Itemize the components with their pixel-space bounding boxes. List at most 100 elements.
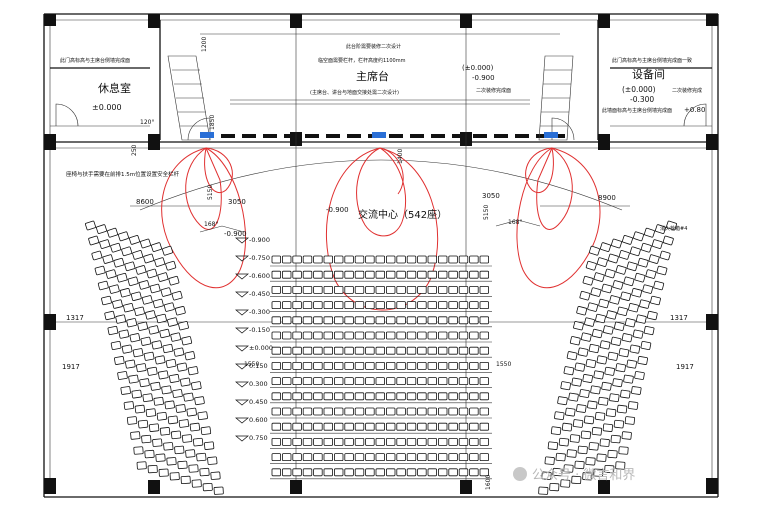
right-seating-block — [538, 220, 678, 495]
lounge-level: ±0.000 — [92, 103, 122, 112]
seat — [417, 285, 427, 294]
seat — [599, 242, 612, 252]
seat — [448, 422, 458, 431]
seat — [479, 270, 490, 279]
seat — [590, 287, 602, 297]
seat — [169, 374, 180, 383]
seat — [121, 246, 133, 257]
seat — [642, 284, 654, 294]
seat — [588, 245, 601, 256]
seat — [124, 261, 136, 272]
seat — [138, 280, 150, 290]
seat — [469, 453, 479, 462]
row-level-label: 0.300 — [249, 380, 268, 388]
seat — [618, 250, 630, 260]
seat — [479, 361, 490, 370]
dim-120: 120° — [140, 119, 154, 126]
dim-1550-right: 1550 — [496, 361, 511, 368]
seat — [281, 422, 292, 431]
level-triangle-icon — [235, 381, 249, 388]
seat — [469, 346, 479, 355]
seat — [154, 355, 166, 365]
hall-level: -0.900 — [326, 206, 349, 214]
seat — [333, 316, 344, 325]
equipment-level-b: -0.300 — [630, 95, 654, 104]
seat — [271, 377, 282, 386]
seat — [163, 302, 175, 312]
seat — [292, 270, 302, 279]
seat — [396, 301, 406, 310]
seat — [105, 269, 117, 279]
seat — [427, 331, 438, 340]
seat — [396, 255, 406, 264]
seat — [554, 411, 565, 421]
seat — [396, 346, 406, 355]
seat — [302, 377, 313, 386]
seat — [365, 316, 375, 325]
seat — [479, 346, 490, 355]
seat — [552, 467, 563, 477]
seat — [128, 374, 139, 384]
seat — [437, 437, 448, 446]
seat — [609, 393, 620, 403]
seat — [137, 321, 149, 331]
seat — [593, 370, 604, 380]
seat — [365, 407, 375, 416]
seat — [577, 347, 589, 357]
seat — [180, 475, 191, 485]
seat — [292, 255, 302, 264]
seat — [563, 366, 575, 376]
seat — [271, 437, 282, 446]
seat — [375, 377, 386, 386]
seat — [631, 288, 643, 298]
seat — [213, 486, 224, 495]
seat — [166, 457, 177, 466]
seat — [333, 422, 344, 431]
seat — [593, 468, 604, 477]
seat — [631, 386, 642, 395]
right-door-note: 此门高标高与主席台侧墙完成面一致 — [612, 57, 692, 64]
seat — [571, 475, 582, 485]
seat — [396, 392, 406, 401]
seat — [604, 268, 616, 279]
center-seating-block — [270, 255, 492, 480]
seat — [140, 336, 152, 346]
seat — [101, 295, 112, 306]
seat — [437, 331, 448, 340]
watermark-text: 公众号 · 微言和界 — [532, 468, 635, 483]
seat — [181, 336, 193, 346]
seat — [613, 419, 625, 429]
seat — [134, 306, 145, 316]
seat — [333, 331, 344, 340]
dim-3050-right: 3050 — [482, 192, 500, 200]
seat — [458, 270, 469, 279]
seat — [147, 366, 158, 376]
seat — [602, 423, 614, 432]
seat — [396, 316, 406, 325]
seat — [656, 265, 668, 276]
seat — [595, 313, 606, 324]
level-triangle-icon — [235, 309, 249, 316]
seat — [323, 407, 334, 416]
seat — [375, 437, 386, 446]
seat — [606, 310, 617, 320]
seat — [271, 422, 282, 431]
seat — [302, 422, 313, 431]
seat — [458, 437, 469, 446]
seat — [136, 461, 147, 470]
level-triangle-icon — [235, 399, 249, 406]
seat — [176, 362, 188, 372]
seat — [344, 437, 354, 446]
seat — [448, 301, 458, 310]
seat — [624, 318, 636, 328]
seat — [143, 351, 155, 361]
seat — [191, 479, 202, 488]
seat — [417, 407, 427, 416]
seat — [150, 242, 163, 252]
seat — [313, 361, 323, 370]
dim-168-right: 168° — [508, 219, 522, 226]
seat — [147, 464, 158, 474]
seat — [406, 422, 417, 431]
seat — [170, 430, 182, 440]
